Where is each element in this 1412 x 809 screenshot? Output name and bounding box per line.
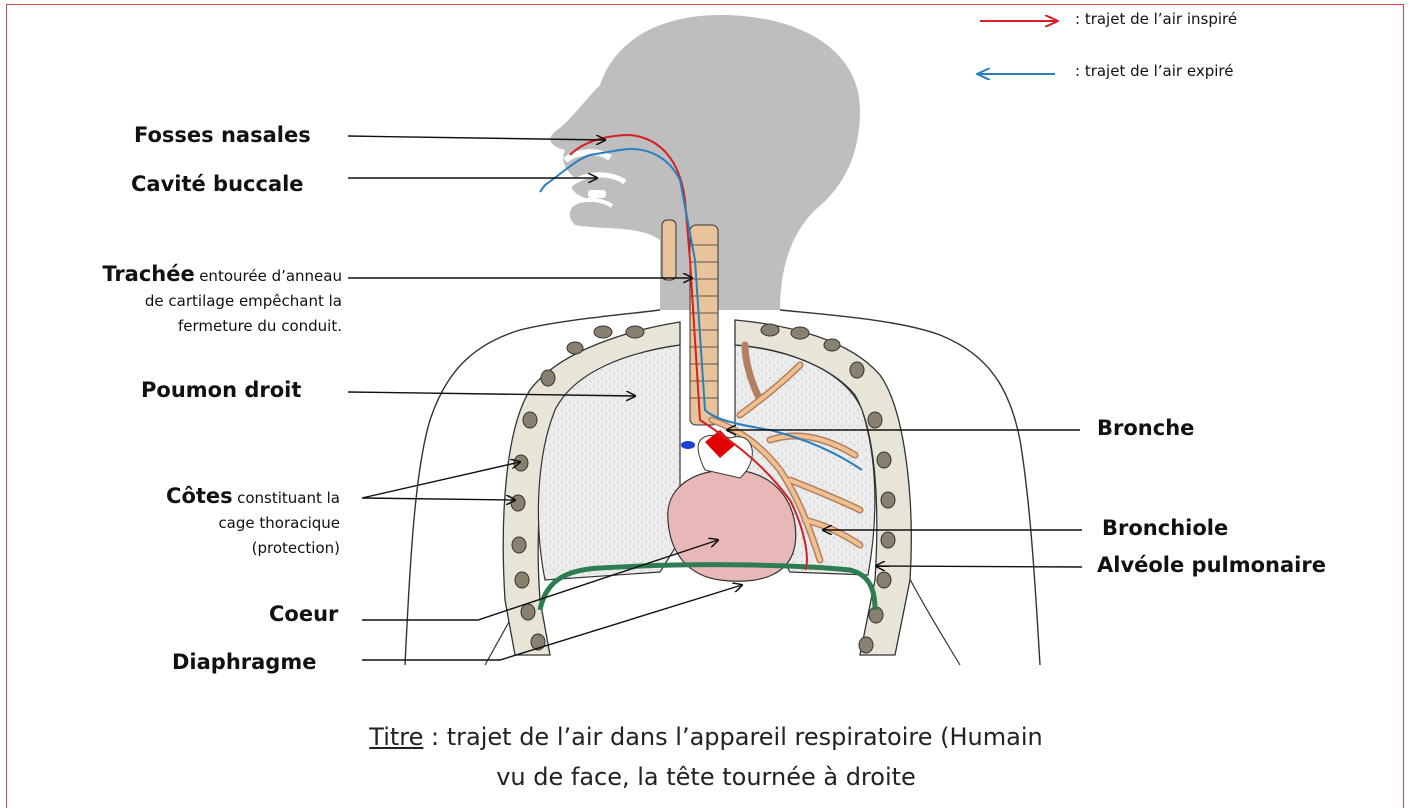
label-alveole-pulmonaire: Alvéole pulmonaire <box>1097 553 1326 577</box>
label-poumon-droit: Poumon droit <box>141 378 301 402</box>
label-cotes-line3: (protection) <box>252 539 340 557</box>
label-trachee-line2: de cartilage empêchant la <box>145 292 342 310</box>
label-cotes-bold: Côtes <box>166 484 233 508</box>
caption-line1-rest: : trajet de l’air dans l’appareil respir… <box>423 723 1042 751</box>
label-cotes: Côtes constituant la cage thoracique (pr… <box>24 484 340 561</box>
label-cavite-buccale: Cavité buccale <box>131 172 304 196</box>
label-bronchiole: Bronchiole <box>1102 516 1228 540</box>
label-cotes-rest: constituant la <box>237 489 340 507</box>
label-trachee-bold: Trachée <box>102 262 194 286</box>
label-trachee-line3: fermeture du conduit. <box>178 317 342 335</box>
label-fosses-nasales: Fosses nasales <box>134 123 311 147</box>
legend-inspired-label: : trajet de l’air inspiré <box>1075 10 1237 28</box>
label-cotes-line2: cage thoracique <box>218 514 340 532</box>
label-bronche: Bronche <box>1097 416 1194 440</box>
label-trachee-rest: entourée d’anneau <box>199 267 342 285</box>
caption-title-word: Titre <box>369 723 423 751</box>
label-diaphragme: Diaphragme <box>172 650 316 674</box>
label-coeur: Coeur <box>269 602 338 626</box>
figure-caption-line1: Titre : trajet de l’air dans l’appareil … <box>0 717 1412 757</box>
label-trachee: Trachée entourée d’anneau de cartilage e… <box>24 262 342 339</box>
tooth-shape <box>588 190 606 198</box>
legend-expired-label: : trajet de l’air expiré <box>1075 62 1233 80</box>
figure-caption-line2: vu de face, la tête tournée à droite <box>0 757 1412 797</box>
